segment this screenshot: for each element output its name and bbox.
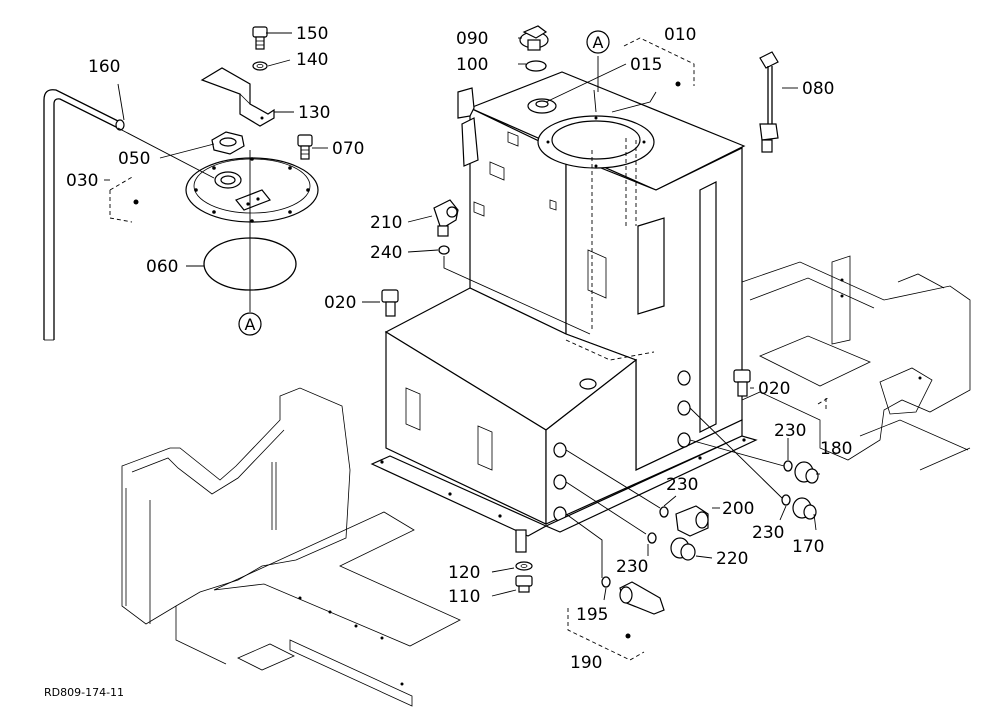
callout-230-c: 230 <box>752 523 784 543</box>
callout-170: 170 <box>792 537 824 557</box>
plug-070 <box>297 134 313 160</box>
callout-060: 060 <box>146 257 178 277</box>
washer-140 <box>252 61 268 71</box>
callout-230-d: 230 <box>616 557 648 577</box>
cover-plate-030 <box>185 157 319 223</box>
callout-220: 220 <box>716 549 748 569</box>
callout-130: 130 <box>298 103 330 123</box>
plug-220 <box>670 537 696 561</box>
callout-070: 070 <box>332 139 364 159</box>
callout-140: 140 <box>296 50 328 70</box>
chassis-frame <box>121 387 461 707</box>
callout-090: 090 <box>456 29 488 49</box>
svg-text:A: A <box>245 315 256 334</box>
level-gauge-080 <box>759 51 779 153</box>
bolt-120 <box>515 561 533 571</box>
callout-190: 190 <box>570 653 602 673</box>
callout-030: 030 <box>66 171 98 191</box>
marker-a-bottom: A <box>238 312 262 336</box>
callout-230-a: 230 <box>774 421 806 441</box>
elbow-200 <box>675 505 709 537</box>
o-ring-100 <box>525 60 547 72</box>
connector-170 <box>792 497 817 520</box>
pipe-160 <box>43 89 125 341</box>
cap-050 <box>211 131 245 155</box>
elbow-210 <box>433 199 459 237</box>
callout-020-right: 020 <box>758 379 790 399</box>
frame-right <box>741 255 971 471</box>
callout-180: 180 <box>820 439 852 459</box>
filter-195 <box>619 581 665 615</box>
callout-010: 010 <box>664 25 696 45</box>
marker-a-top: A <box>586 30 610 54</box>
callout-120: 120 <box>448 563 480 583</box>
callout-240: 240 <box>370 243 402 263</box>
callout-080: 080 <box>802 79 834 99</box>
drawing-reference: RD809-174-11 <box>44 686 124 699</box>
connector-180 <box>794 461 819 484</box>
hydraulic-tank-010 <box>370 71 758 553</box>
callout-230-b: 230 <box>666 475 698 495</box>
callout-110: 110 <box>448 587 480 607</box>
plug-020-right <box>733 369 751 397</box>
callout-195: 195 <box>576 605 608 625</box>
plug-020-left <box>381 289 399 317</box>
bolt-150 <box>252 26 268 50</box>
callout-210: 210 <box>370 213 402 233</box>
callout-050: 050 <box>118 149 150 169</box>
o-ring-240 <box>438 245 450 255</box>
callout-200: 200 <box>722 499 754 519</box>
bracket-130 <box>200 67 275 127</box>
callout-015: 015 <box>630 55 662 75</box>
nut-110 <box>515 575 533 593</box>
callout-160: 160 <box>88 57 120 77</box>
breather-cap-090 <box>519 25 549 51</box>
callout-100: 100 <box>456 55 488 75</box>
svg-text:A: A <box>593 33 604 52</box>
callout-020-left: 020 <box>324 293 356 313</box>
callout-150: 150 <box>296 24 328 44</box>
